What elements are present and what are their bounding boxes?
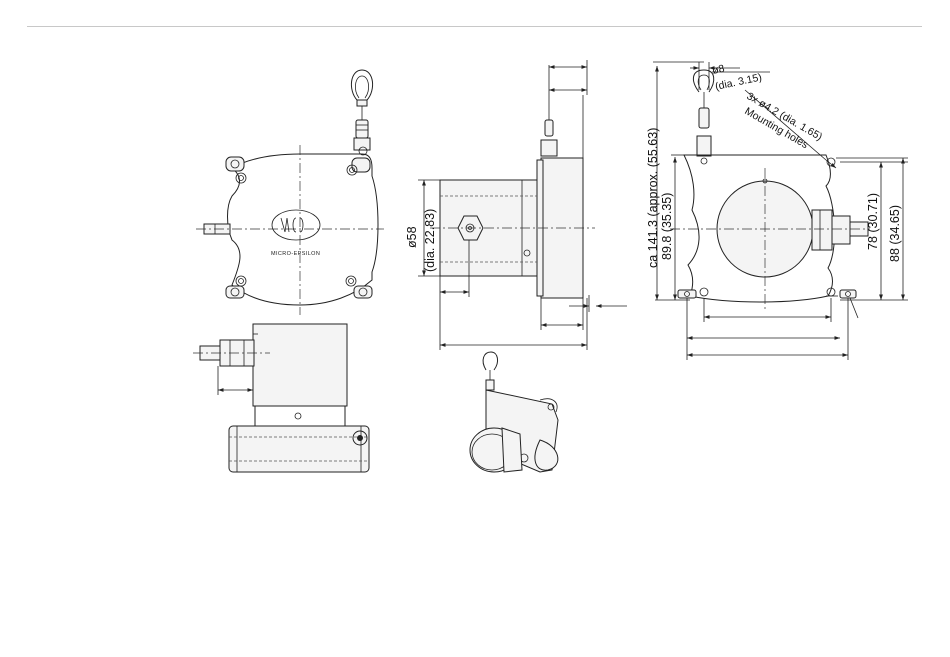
ring-dim-label: ø8 bbox=[711, 63, 726, 77]
width-holes-label: 78 (30.71) bbox=[866, 193, 880, 250]
diameter-label: ø58 bbox=[405, 226, 419, 248]
top-view-left bbox=[193, 324, 347, 406]
width-overall-label: 88 (34.65) bbox=[888, 205, 902, 262]
micro-epsilon-logo: MICRO-EPSILON bbox=[271, 210, 320, 257]
logo-text: MICRO-EPSILON bbox=[271, 251, 320, 257]
front-view-right: ca 141.3 (approx. (55.63) 89.8 (35.35) 7… bbox=[646, 62, 908, 360]
mounting-ears-left bbox=[226, 157, 372, 298]
diameter-inch-label: (dia. 22.83) bbox=[423, 209, 437, 272]
height-body-label: 89.8 (35.35) bbox=[660, 193, 674, 260]
side-view: ø58 (dia. 22.83) bbox=[405, 60, 627, 350]
cable-clip-left bbox=[351, 70, 372, 150]
isometric-view bbox=[470, 352, 558, 472]
height-max-label: ca 141.3 (approx. (55.63) bbox=[646, 128, 660, 268]
front-view-left: MICRO-EPSILON bbox=[196, 70, 384, 315]
bottom-view-left bbox=[229, 406, 369, 472]
